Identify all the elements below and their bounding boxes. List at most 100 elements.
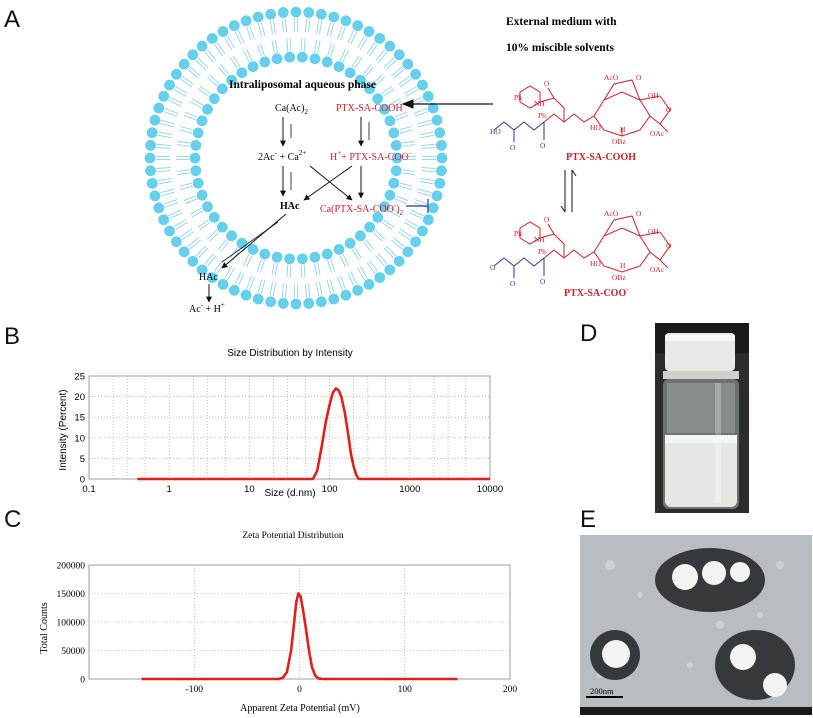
x-tick-label: 0 xyxy=(297,685,302,695)
lipid-tail xyxy=(220,64,230,75)
lipid-tail xyxy=(372,74,383,84)
vial-cap xyxy=(665,333,735,371)
lipid-head xyxy=(374,33,386,44)
lipid-head xyxy=(217,279,229,290)
lipid-tail xyxy=(289,264,292,278)
lipid-tail xyxy=(357,267,366,281)
lipid-tail xyxy=(269,281,273,296)
svg-text:O: O xyxy=(544,79,550,88)
lipid-tail xyxy=(245,255,253,268)
series-line xyxy=(137,387,490,481)
svg-text:NH: NH xyxy=(534,235,545,244)
y-tick-label: 20 xyxy=(74,392,85,403)
lipid-tail xyxy=(157,134,172,139)
lipid-tail xyxy=(229,57,238,69)
lipid-head xyxy=(290,298,302,310)
lipid-head xyxy=(164,225,175,237)
lipid-head xyxy=(309,251,321,263)
lipid-tail xyxy=(246,275,252,290)
lipid-tail xyxy=(281,283,284,298)
lipid-tail xyxy=(350,271,358,285)
lipid-tail xyxy=(269,20,273,35)
lipid-tail xyxy=(173,88,187,97)
lipid-tail xyxy=(156,166,171,170)
svg-text:HO: HO xyxy=(490,127,501,136)
ptx-sa-cooh-structure xyxy=(493,79,671,142)
lipid-head xyxy=(384,115,396,127)
y-tick-label: 25 xyxy=(74,372,85,383)
lipid-tail xyxy=(204,253,215,265)
y-tick-label: 200000 xyxy=(57,562,86,572)
lipid-tail xyxy=(410,209,424,217)
lipid-tail xyxy=(197,88,209,97)
lipid-tail xyxy=(337,276,343,291)
lipid-tail xyxy=(189,66,201,77)
lipid-tail xyxy=(189,239,201,250)
lipid-tail xyxy=(187,68,199,79)
lipid-head xyxy=(153,102,165,114)
mol1-label: PTX-SA-COOH xyxy=(566,152,636,163)
lipid-tail xyxy=(365,239,375,250)
lipid-tail xyxy=(326,22,332,36)
lipid-tail xyxy=(187,237,199,248)
lipid-tail xyxy=(256,44,262,57)
lipid-head xyxy=(379,201,390,213)
vial-photo xyxy=(655,323,749,513)
lipid-head xyxy=(228,284,240,296)
x-tick-label: 200 xyxy=(503,685,518,695)
lipid-head xyxy=(410,236,421,248)
lipid-head xyxy=(340,289,352,301)
lipid-tail xyxy=(372,232,383,242)
lipid-tail xyxy=(374,76,385,87)
y-tick-label: 5 xyxy=(80,454,85,465)
svg-text:O: O xyxy=(510,143,516,152)
lipid-tail xyxy=(246,26,252,41)
lipid-tail xyxy=(195,245,207,257)
lipid-head xyxy=(364,83,376,95)
lipid-head xyxy=(402,246,414,258)
size-distribution-chart: Size Distribution by Intensity Size (d.n… xyxy=(58,348,503,499)
lipid-tail xyxy=(214,43,223,56)
lipid-tail xyxy=(189,101,202,109)
lipid-tail xyxy=(340,26,346,41)
lipid-head xyxy=(417,79,428,91)
lipid-tail xyxy=(365,66,375,77)
lipid-tail xyxy=(421,166,436,170)
lipid-tail xyxy=(237,272,245,286)
svg-text:Ph: Ph xyxy=(514,229,522,238)
lipid-head xyxy=(422,90,434,102)
lipid-head xyxy=(384,189,396,201)
lipid-tail xyxy=(401,140,415,144)
lipid-head xyxy=(374,272,386,283)
lipid-tail xyxy=(197,247,209,259)
lipid-tail xyxy=(419,131,434,135)
y-tick-label: 100000 xyxy=(57,619,86,629)
lipid-head xyxy=(390,165,402,177)
lipid-tail xyxy=(281,18,284,33)
lipid-head xyxy=(427,102,439,114)
lipid-tail xyxy=(184,198,198,205)
lipid-tail xyxy=(388,210,401,218)
lipid-tail xyxy=(317,40,321,54)
mol1-atom-labels: HO O O Ph NH O Ph AcO O OH HO H OBz OAc … xyxy=(490,73,672,152)
lipid-tail xyxy=(189,207,202,215)
lipid-head xyxy=(216,83,228,95)
lipid-tail xyxy=(176,169,190,172)
panel-label-a: A xyxy=(4,6,21,33)
lipid-tail xyxy=(383,219,395,228)
lipid-tail xyxy=(393,68,405,79)
lipid-head xyxy=(178,246,190,258)
lipid-head xyxy=(196,189,208,201)
lipid-head xyxy=(226,230,238,242)
lipid-tail xyxy=(217,239,227,250)
reaction-arrows xyxy=(206,99,493,303)
ca-ac2-label: Ca(Ac)2 xyxy=(275,103,308,116)
lipid-head xyxy=(384,264,396,276)
lipid-head xyxy=(296,253,308,265)
lipid-tail xyxy=(350,31,358,45)
lipid-head xyxy=(284,51,296,63)
lipid-tail xyxy=(420,177,435,182)
lipid-head xyxy=(296,51,308,63)
lipid-tail xyxy=(168,99,182,107)
lipid-tail xyxy=(420,134,435,139)
